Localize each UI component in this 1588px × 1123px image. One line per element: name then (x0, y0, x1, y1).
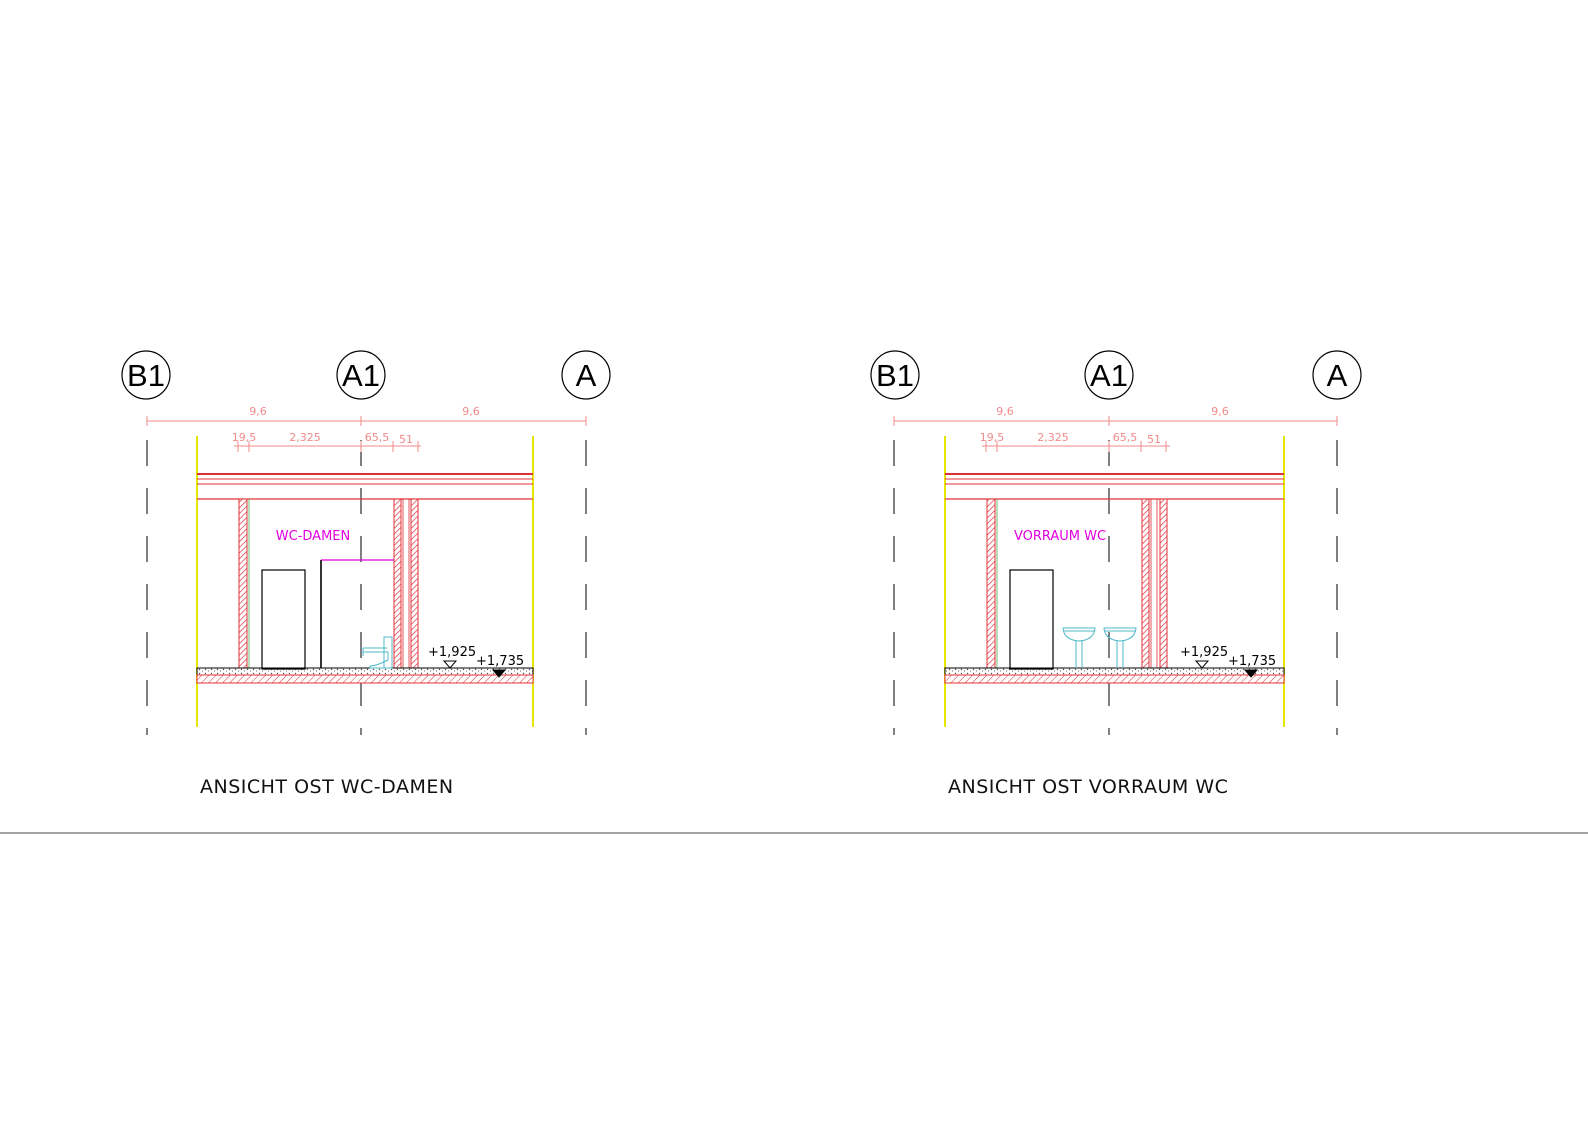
dimension-label-2-325: 2,325 (289, 431, 321, 444)
washbasin-icon (1103, 627, 1137, 668)
axis-lines (146, 440, 587, 735)
wc-toilet-icon (362, 636, 393, 669)
dimension-top (893, 416, 1338, 426)
door (261, 569, 306, 670)
ceiling-slab (945, 473, 1284, 500)
wall-middle-a (1141, 498, 1150, 680)
axis-lines (893, 440, 1338, 735)
axis-label-b1: B1 (127, 358, 165, 393)
view-title: ANSICHT OST VORRAUM WC (948, 776, 1228, 798)
floor-screed (196, 667, 534, 676)
washbasin-icon (1062, 627, 1096, 668)
wall-middle-a (393, 498, 402, 680)
dimension-label-19-5: 19,5 (232, 431, 257, 444)
view-title: ANSICHT OST WC-DAMEN (200, 776, 454, 798)
elevation-view-wc-damen: B1 A1 A 9,6 9,6 (121, 350, 611, 798)
wall-middle-b (410, 498, 419, 680)
axis-bubble-a: A (561, 350, 611, 400)
axis-label-a1: A1 (342, 358, 380, 393)
level-marker-open-icon (442, 660, 458, 669)
axis-label-b1: B1 (876, 358, 914, 393)
level-marker-filled-icon (1243, 669, 1259, 678)
dimension-label-right: 9,6 (462, 405, 480, 418)
elevation-view-vorraum-wc: B1 A1 A 9,6 9,6 (870, 350, 1362, 798)
level-marker-open-icon (1194, 660, 1210, 669)
door (1009, 569, 1054, 670)
dimension-label-65-5: 65,5 (1113, 431, 1138, 444)
dimension-label-right: 9,6 (1211, 405, 1229, 418)
axis-bubble-b1: B1 (121, 350, 171, 400)
axis-bubble-b1: B1 (870, 350, 920, 400)
level-label-1: +1,925 (428, 645, 476, 660)
dimension-label-left: 9,6 (249, 405, 267, 418)
dimension-label-51: 51 (399, 433, 413, 446)
axis-label-a: A (1327, 358, 1348, 393)
floor-screed (944, 667, 1285, 676)
dimension-label-2-325: 2,325 (1037, 431, 1069, 444)
wall-left (986, 498, 996, 675)
dimension-label-19-5: 19,5 (980, 431, 1005, 444)
level-label-1: +1,925 (1180, 645, 1228, 660)
level-label-2: +1,735 (476, 654, 524, 669)
ceiling-slab (197, 473, 533, 500)
dimension-inner (982, 441, 1170, 452)
axis-bubble-a1: A1 (1084, 350, 1134, 400)
partition-cabin (320, 559, 394, 668)
floor-slab (196, 674, 534, 684)
room-label: VORRAUM WC (1014, 529, 1106, 544)
dimension-label-65-5: 65,5 (365, 431, 390, 444)
floor-slab (944, 674, 1285, 684)
dimension-inner (234, 441, 421, 452)
axis-label-a: A (576, 358, 597, 393)
axis-bubble-a: A (1312, 350, 1362, 400)
dimension-label-51: 51 (1147, 433, 1161, 446)
dimension-top (146, 416, 587, 426)
dimension-label-left: 9,6 (996, 405, 1014, 418)
room-label: WC-DAMEN (276, 529, 350, 544)
wall-left (238, 498, 248, 675)
level-marker-filled-icon (491, 669, 507, 678)
wall-middle-b (1159, 498, 1168, 680)
axis-bubble-a1: A1 (336, 350, 386, 400)
level-label-2: +1,735 (1228, 654, 1276, 669)
axis-label-a1: A1 (1090, 358, 1128, 393)
